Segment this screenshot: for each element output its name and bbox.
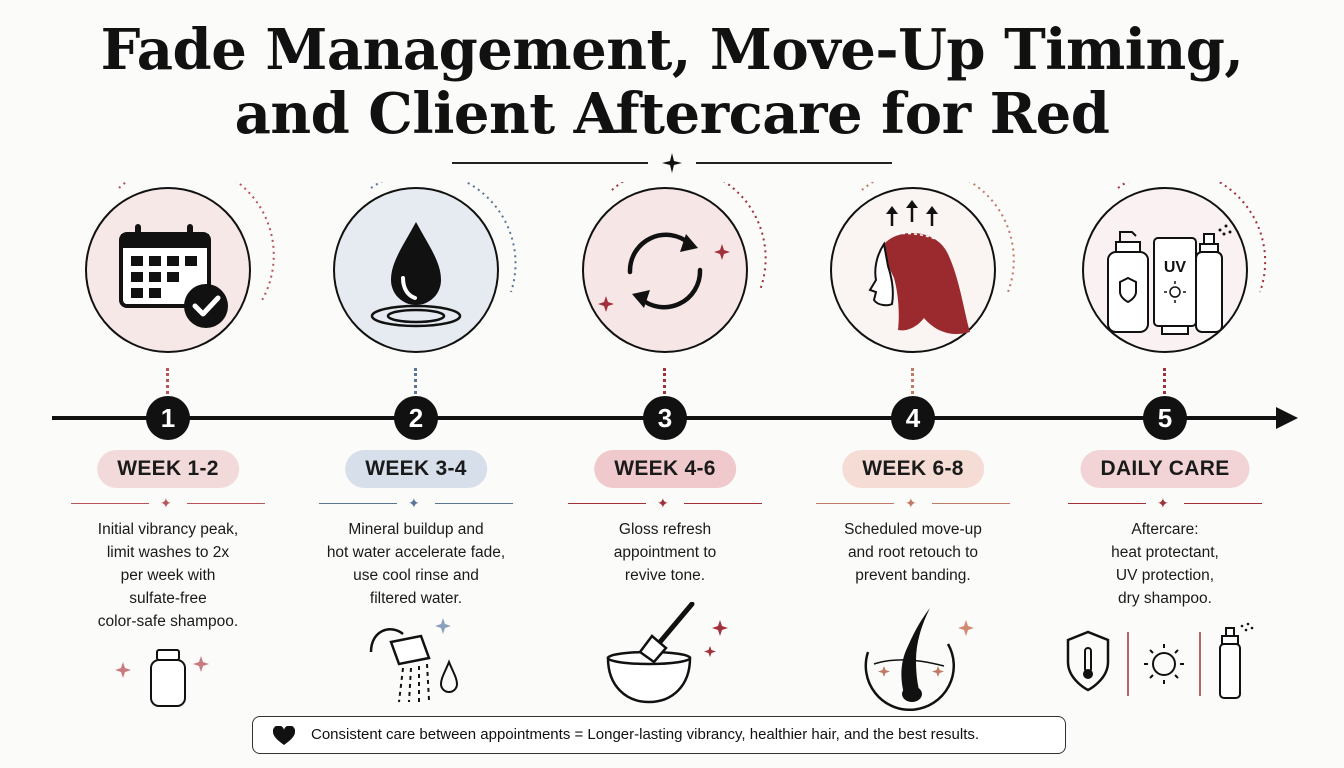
aftercare-products-icon: UV [1082, 182, 1267, 353]
title-line-2: and Client Aftercare for Red [234, 81, 1110, 147]
hair-follicle-icon [864, 608, 974, 712]
step-description: Initial vibrancy peak,limit washes to 2x… [97, 521, 239, 630]
water-drop-icon [333, 182, 517, 353]
step-label-pill: WEEK 4-6 [594, 450, 736, 488]
heart-icon [273, 726, 295, 745]
red-hair-profile-icon [830, 182, 1015, 353]
step-number: 5 [1143, 396, 1187, 440]
step-number: 4 [891, 396, 935, 440]
step-label-pill: WEEK 3-4 [345, 450, 487, 488]
step-number: 3 [643, 396, 687, 440]
timeline-arrowhead [1276, 407, 1298, 429]
page-title: Fade Management, Move-Up Timing, and Cli… [0, 18, 1344, 146]
step-week-1-2: 1 WEEK 1-2 ✦ Initial vibrancy peak,limit… [43, 182, 293, 712]
shower-head-icon [369, 618, 459, 703]
refresh-cycle-icon [582, 182, 767, 353]
shampoo-bottle-icon [115, 649, 209, 707]
heat-shield-icon [1066, 630, 1110, 692]
sun-icon [1144, 644, 1184, 684]
footer-note: Consistent care between appointments = L… [252, 716, 1066, 754]
shield-sun-spray-icons [1066, 622, 1254, 699]
title-line-1: Fade Management, Move-Up Timing, [100, 17, 1244, 83]
calendar-check-icon [85, 182, 275, 353]
step-label-pill: DAILY CARE [1080, 450, 1250, 488]
step-label-pill: WEEK 6-8 [842, 450, 984, 488]
step-description: Aftercare:heat protectant, UV protection… [1111, 521, 1219, 607]
step-number: 1 [146, 396, 190, 440]
tint-bowl-brush-icon [606, 602, 728, 704]
sparkle-icon [662, 153, 682, 173]
footer-text: Consistent care between appointments = L… [311, 726, 980, 743]
dry-shampoo-spray-icon [1219, 622, 1254, 699]
step-label-pill: WEEK 1-2 [97, 450, 239, 488]
title-ornament [452, 152, 892, 174]
uv-label: UV [1164, 259, 1187, 276]
step-number: 2 [394, 396, 438, 440]
step-daily-care: UV 5 DAILY CARE ✦ Aftercare:heat protect… [1040, 182, 1290, 712]
